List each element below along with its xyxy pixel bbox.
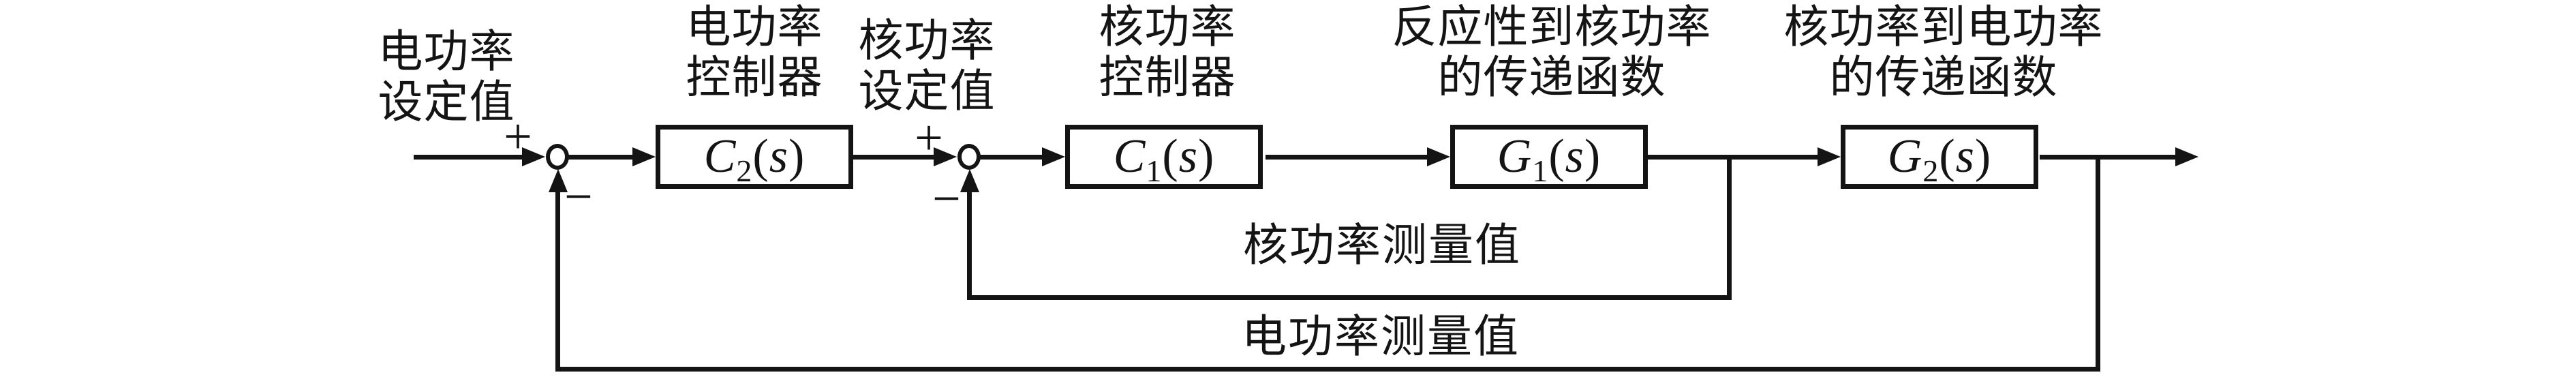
label-nuclear-to-electric-power-tf-line2: 的传递函数: [1829, 53, 2058, 103]
block-g2-formula: G2(s): [1887, 130, 1992, 188]
g1-takeoff-vertical-line: [1727, 157, 1732, 300]
input-signal-line: [414, 155, 527, 160]
label-nuclear-power-setpoint-line2: 设定值: [858, 67, 996, 117]
g2-takeoff-vertical-line: [2096, 157, 2100, 372]
label-electric-power-setpoint-line2: 设定值: [378, 78, 515, 127]
sum2-feedback-arrowhead-icon: [960, 169, 979, 192]
c1-to-g1-line: [1266, 155, 1429, 160]
label-electric-power-controller-line1: 电功率: [686, 3, 823, 52]
outer-feedback-line: [555, 367, 2100, 372]
sum1-to-c2-line: [568, 155, 634, 160]
sum2-to-c1-arrowhead-icon: [1042, 147, 1065, 166]
c2-to-sum2-arrowhead-icon: [934, 147, 957, 166]
output-signal-line: [2040, 155, 2177, 160]
output-arrowhead-icon: [2175, 147, 2198, 166]
label-electric-power-measurement: 电功率测量值: [1242, 312, 1520, 362]
label-nuclear-power-controller-line1: 核功率: [1099, 3, 1236, 52]
g1-to-g2-arrowhead-icon: [1818, 147, 1841, 166]
label-nuclear-to-electric-power-tf: 核功率到电功率 的传递函数: [1784, 3, 2104, 104]
sum1-feedback-arrowhead-icon: [549, 169, 568, 192]
sum1-plus-sign: +: [504, 109, 532, 165]
sum2-plus-sign: +: [915, 110, 943, 166]
block-c2: C2(s): [656, 125, 853, 189]
label-electric-power-setpoint: 电功率 设定值: [378, 27, 515, 128]
sum2-to-c1-line: [980, 155, 1044, 160]
block-g2: G2(s): [1841, 125, 2038, 189]
label-nuclear-power-controller: 核功率 控制器: [1099, 3, 1236, 104]
label-nuclear-power-controller-line2: 控制器: [1099, 53, 1236, 103]
sum1-to-c2-arrowhead-icon: [632, 147, 656, 166]
c1-to-g1-arrowhead-icon: [1427, 147, 1450, 166]
label-reactivity-to-nuclear-power-tf: 反应性到核功率 的传递函数: [1392, 3, 1712, 104]
summing-junction-2: [957, 144, 981, 170]
block-g1: G1(s): [1450, 125, 1648, 189]
block-c1: C1(s): [1065, 125, 1263, 189]
sum2-minus-sign: −: [932, 171, 961, 227]
block-c1-formula: C1(s): [1113, 130, 1215, 188]
label-electric-power-setpoint-line1: 电功率: [378, 27, 515, 77]
inner-feedback-line: [967, 295, 1732, 300]
label-nuclear-power-setpoint-line1: 核功率: [858, 16, 996, 66]
label-nuclear-power-setpoint: 核功率 设定值: [859, 16, 996, 117]
input-arrowhead-icon: [522, 147, 545, 166]
label-reactivity-to-nuclear-power-tf-line1: 反应性到核功率: [1392, 3, 1712, 52]
summing-junction-1: [546, 144, 569, 170]
label-nuclear-power-measurement: 核功率测量值: [1243, 221, 1521, 271]
label-reactivity-to-nuclear-power-tf-line2: 的传递函数: [1437, 53, 1666, 103]
sum2-feedback-vertical-line: [967, 188, 972, 300]
block-g1-formula: G1(s): [1497, 130, 1601, 188]
c2-to-sum2-line: [853, 155, 935, 160]
sum1-minus-sign: −: [564, 169, 593, 225]
label-electric-power-controller-line2: 控制器: [686, 53, 823, 103]
sum1-feedback-vertical-line: [555, 188, 560, 372]
label-electric-power-controller: 电功率 控制器: [686, 3, 823, 104]
block-c2-formula: C2(s): [703, 130, 806, 188]
label-nuclear-to-electric-power-tf-line1: 核功率到电功率: [1783, 3, 2104, 52]
g1-to-g2-line: [1648, 155, 1820, 160]
